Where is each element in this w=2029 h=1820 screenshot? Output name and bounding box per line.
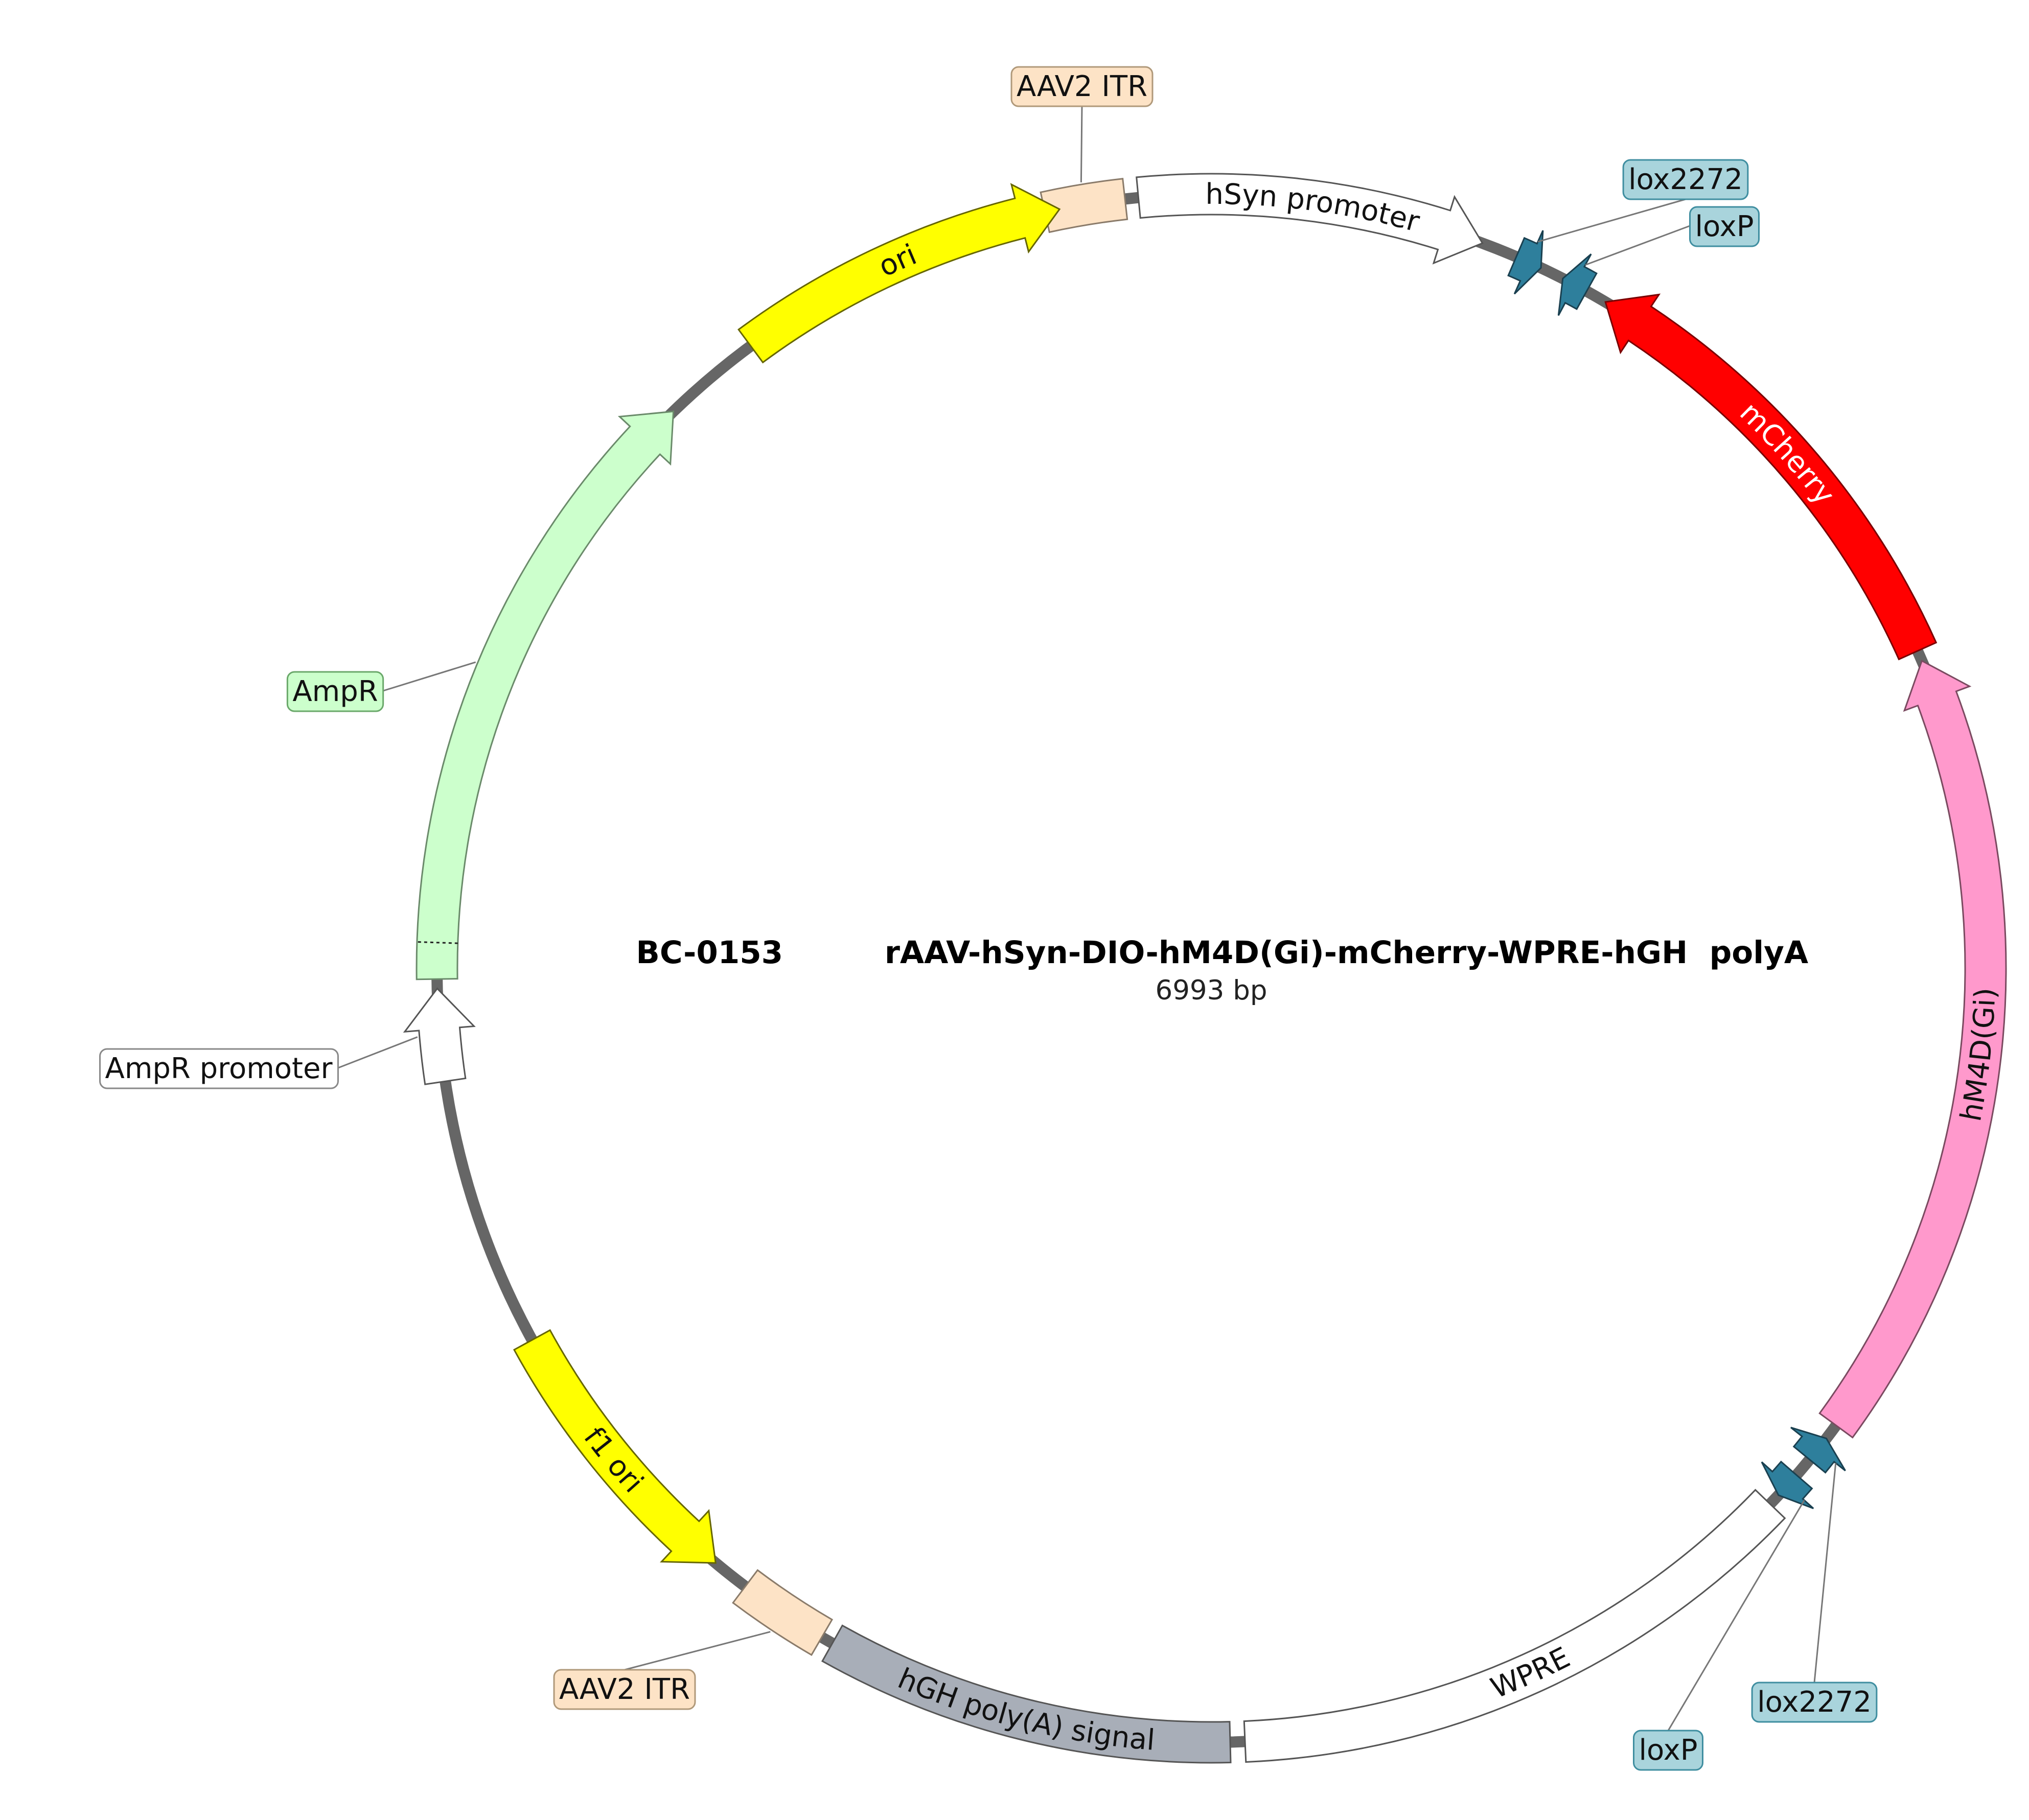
callout-lox2272-bottom-leader [1813, 1463, 1837, 1683]
feature-lox2272-top[interactable] [1507, 230, 1544, 295]
feature-itr-top-arrow[interactable] [1040, 178, 1128, 234]
map-size: 6993 bp [1155, 975, 1267, 1006]
callout-layer: AAV2 ITR lox2272 loxP lox2272 loxP AAV2 ITR Am… [99, 66, 1878, 1771]
feature-ori[interactable]: ori [737, 183, 1061, 364]
feature-hsyn-label-text: hSyn promoter [1205, 178, 1423, 239]
callout-lox2272-bottom-box[interactable] [1751, 1682, 1878, 1723]
callout-itr-bottom[interactable]: AAV2 ITR [553, 1631, 771, 1710]
callout-lox2272-bottom[interactable]: lox2272 [1751, 1463, 1878, 1723]
feature-loxp-bottom[interactable] [1761, 1460, 1814, 1509]
feature-hgh[interactable]: hGH poly(A) signal [821, 1624, 1232, 1764]
callout-itr-bottom-leader [624, 1631, 771, 1671]
feature-mcherry-label-text: mCherry [1733, 396, 1841, 511]
callout-ampr-box[interactable] [286, 671, 384, 712]
feature-f1ori-arrow[interactable] [513, 1329, 717, 1564]
feature-itr-top[interactable] [1040, 178, 1128, 234]
feature-ampr-arrow[interactable] [416, 410, 675, 981]
callout-itr-top-leader [1080, 106, 1083, 182]
feature-hsyn[interactable]: hSyn promoter [1136, 173, 1484, 265]
callout-itr-top[interactable]: AAV2 ITR [1010, 66, 1154, 182]
feature-wpre[interactable]: WPRE [1243, 1488, 1786, 1763]
feature-hsyn-arrow[interactable] [1136, 173, 1484, 265]
callout-ampr-promoter-box[interactable] [99, 1048, 339, 1089]
callout-lox2272-top-box[interactable] [1622, 159, 1749, 200]
feature-loxp-top-arrow[interactable] [1557, 253, 1598, 316]
map-name: rAAV-hSyn-DIO-hM4D(Gi)-mCherry-WPRE-hGH … [885, 935, 1808, 971]
feature-loxp-bottom-arrow[interactable] [1761, 1460, 1814, 1509]
map-title: BC-0153 rAAV-hSyn-DIO-hM4D(Gi)-mCherry-W… [560, 935, 1863, 971]
callout-ampr-promoter-leader [337, 1036, 418, 1069]
callout-ampr[interactable]: AmpR [286, 661, 476, 712]
feature-loxp-top[interactable] [1557, 253, 1598, 316]
callout-ampr-promoter-text: AmpR promoter [105, 1052, 333, 1085]
map-id: BC-0153 [636, 935, 783, 971]
callout-loxp-top-leader [1585, 225, 1691, 266]
feature-hsyn-label: hSyn promoter [1205, 178, 1423, 239]
feature-ampr[interactable] [416, 410, 675, 981]
feature-hm4d-arrow[interactable] [1818, 660, 2007, 1439]
feature-ampr-promoter-arrow[interactable] [403, 987, 476, 1085]
callout-ampr-leader [383, 661, 476, 692]
feature-lox2272-bottom[interactable] [1790, 1427, 1846, 1474]
callout-loxp-top-box[interactable] [1689, 206, 1760, 247]
feature-f1ori[interactable]: f1 ori [513, 1329, 717, 1564]
feature-mcherry-label-guide [1612, 317, 1903, 643]
feature-itr-bottom[interactable] [732, 1569, 834, 1656]
callout-itr-bottom-box[interactable] [553, 1669, 696, 1710]
callout-loxp-top-text: loxP [1695, 210, 1754, 243]
feature-lox2272-top-arrow[interactable] [1507, 230, 1544, 295]
callout-loxp-bottom-leader [1667, 1500, 1805, 1731]
feature-mcherry-label: mCherry [1733, 396, 1841, 511]
callout-itr-top-box[interactable] [1010, 66, 1154, 107]
feature-ampr-promoter[interactable] [403, 987, 476, 1085]
callout-lox2272-top-text: lox2272 [1628, 163, 1743, 196]
feature-mcherry-arrow[interactable] [1604, 293, 1938, 661]
callout-loxp-bottom-box[interactable] [1632, 1730, 1704, 1771]
callout-itr-top-text: AAV2 ITR [1017, 70, 1147, 103]
callout-loxp-top[interactable]: loxP [1585, 206, 1760, 266]
callout-lox2272-bottom-text: lox2272 [1757, 1686, 1872, 1719]
callout-ampr-text: AmpR [292, 675, 378, 708]
callout-ampr-promoter[interactable]: AmpR promoter [99, 1036, 418, 1089]
feature-hm4d[interactable]: hM4D(Gi) [1818, 660, 2007, 1439]
feature-ori-arrow[interactable] [737, 183, 1061, 364]
callout-loxp-bottom-text: loxP [1639, 1734, 1697, 1767]
callout-itr-bottom-text: AAV2 ITR [559, 1673, 690, 1706]
map-center-labels: BC-0153 rAAV-hSyn-DIO-hM4D(Gi)-mCherry-W… [560, 935, 1863, 1006]
feature-ampr-tick [417, 941, 458, 944]
callout-lox2272-top[interactable]: lox2272 [1537, 159, 1749, 243]
feature-wpre-arrow[interactable] [1243, 1488, 1786, 1763]
feature-hgh-arrow[interactable] [821, 1624, 1232, 1764]
callout-loxp-bottom[interactable]: loxP [1632, 1500, 1805, 1771]
feature-mcherry[interactable]: mCherry [1604, 293, 1938, 661]
callout-lox2272-top-leader [1537, 198, 1686, 243]
feature-itr-bottom-arrow[interactable] [732, 1569, 834, 1656]
feature-lox2272-bottom-arrow[interactable] [1790, 1427, 1846, 1474]
